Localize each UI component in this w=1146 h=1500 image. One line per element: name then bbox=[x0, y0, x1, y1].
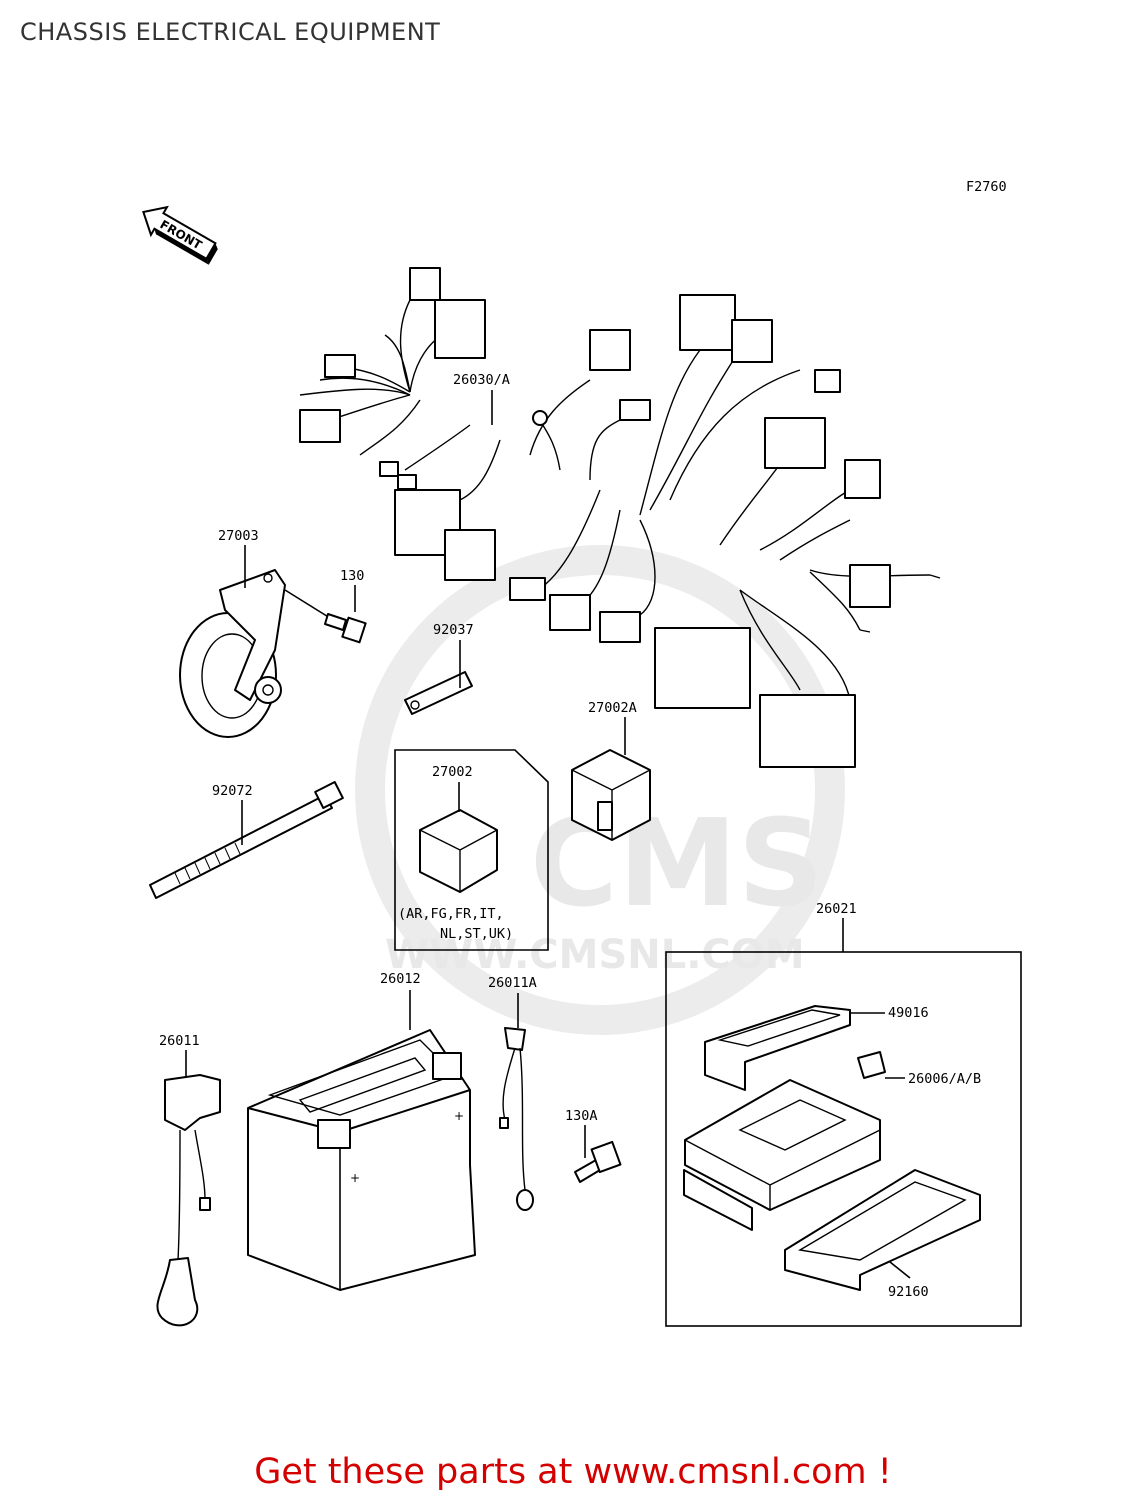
svg-text:+: + bbox=[454, 1109, 464, 1123]
label-horn: 27003 bbox=[218, 528, 259, 544]
relay-a: 27002A bbox=[571, 700, 651, 841]
watermark-url-text: WWW.CMSNL.COM bbox=[385, 932, 805, 978]
plate: 92037 bbox=[404, 622, 474, 715]
label-lead: 26011 bbox=[159, 1033, 200, 1049]
parts-diagram: CMS WWW.CMSNL.COM F2760 FRONT bbox=[142, 179, 1022, 1327]
page-title: CHASSIS ELECTRICAL EQUIPMENT bbox=[20, 18, 441, 46]
label-band: 92072 bbox=[212, 783, 253, 799]
label-bolt: 130 bbox=[340, 568, 364, 584]
label-relay: 27002 bbox=[432, 764, 473, 780]
horn: 27003 bbox=[179, 528, 286, 738]
lead-a: 26011A bbox=[488, 975, 537, 1211]
svg-text:+: + bbox=[350, 1171, 360, 1185]
label-harness: 26030/A bbox=[453, 372, 510, 388]
lead: 26011 bbox=[156, 1033, 221, 1327]
label-cover: 49016 bbox=[888, 1005, 929, 1021]
front-arrow-icon: FRONT bbox=[142, 205, 218, 265]
fuse-box-group: 26021 49016 26006/A/B 92160 bbox=[665, 901, 1022, 1327]
label-case: 92160 bbox=[888, 1284, 929, 1300]
bolt-a: 130A bbox=[565, 1108, 622, 1183]
label-bolt-a: 130A bbox=[565, 1108, 598, 1124]
label-relay-note-2: NL,ST,UK) bbox=[440, 926, 513, 942]
label-lead-a: 26011A bbox=[488, 975, 537, 991]
label-fuse-box: 26021 bbox=[816, 901, 857, 917]
figure-code: F2760 bbox=[966, 179, 1007, 195]
bolt: 130 bbox=[284, 568, 367, 644]
label-fuse: 26006/A/B bbox=[908, 1071, 981, 1087]
band: 92072 bbox=[149, 780, 344, 899]
promo-link-text[interactable]: Get these parts at www.cmsnl.com ! bbox=[254, 1452, 892, 1492]
label-relay-a: 27002A bbox=[588, 700, 637, 716]
wiring-harness: 26030/A bbox=[299, 267, 941, 768]
relay-box: 27002 (AR,FG,FR,IT, NL,ST,UK) bbox=[394, 749, 549, 951]
promo-link[interactable]: Get these parts at www.cmsnl.com ! bbox=[0, 1452, 1146, 1492]
label-relay-note-1: (AR,FG,FR,IT, bbox=[398, 906, 504, 922]
label-battery: 26012 bbox=[380, 971, 421, 987]
battery: + + 26012 bbox=[247, 971, 476, 1291]
label-plate: 92037 bbox=[433, 622, 474, 638]
